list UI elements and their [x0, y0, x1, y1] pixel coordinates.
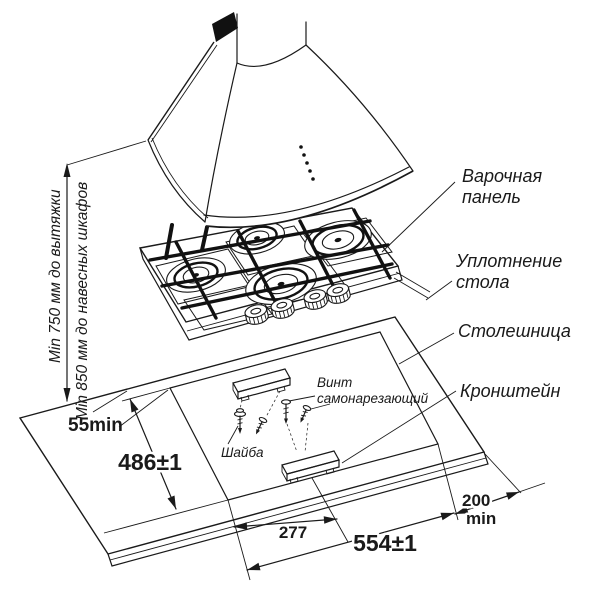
screw-label-line1: Винт: [317, 375, 352, 390]
cooktop: [138, 207, 431, 341]
dim-200-unit-label: min: [466, 509, 496, 528]
hood-rim-inner: [203, 166, 410, 218]
knob-4: [326, 283, 351, 304]
hob-leader-line: [381, 181, 456, 253]
dimension-hood-height: Min 750 мм до вытяжки Min 850 мм до наве…: [47, 140, 147, 420]
hood-left-band-2: [151, 137, 209, 219]
dim-200-label: 200: [462, 491, 490, 510]
hood-neck-curve: [236, 44, 307, 67]
dim-min750-label: Min 750 мм до вытяжки: [47, 189, 64, 363]
hood-control-buttons: [299, 145, 315, 181]
dim-55min-label: 55min: [68, 415, 123, 436]
dim-554-label: 554±1: [353, 530, 417, 556]
dim-486-label: 486±1: [118, 449, 182, 475]
control-knobs: [244, 283, 351, 325]
burner-front: [245, 263, 317, 305]
mounting-bracket-1: [232, 368, 291, 402]
bracket-label: Кронштейн: [460, 381, 560, 401]
seal-label-line2: стола: [456, 272, 510, 292]
vent-hatch-icon: [212, 12, 238, 42]
countertop-label: Столешница: [458, 321, 571, 341]
cooker-hood: [147, 12, 414, 229]
washer-label: Шайба: [221, 445, 264, 460]
hood-front-left-edge: [204, 62, 238, 223]
screw-label-line2: самонарезающий: [317, 391, 429, 406]
hood-right-edge: [305, 44, 414, 172]
mounting-bracket-2: [281, 450, 340, 484]
grate-bars: [148, 208, 394, 320]
dim-277-label: 277: [279, 523, 307, 542]
washer-screw: [233, 408, 247, 434]
seal-label-line1: Уплотнение: [455, 251, 562, 271]
cooktop-apron: [139, 247, 403, 341]
knob-1: [244, 304, 269, 325]
seal-leader-line: [425, 280, 453, 301]
hood-left-edge: [147, 41, 215, 141]
hob-label-line1: Варочная: [462, 166, 542, 186]
screw-leader-line-1: [288, 395, 316, 402]
assembly-axis-1: [239, 399, 243, 410]
self-tapping-screw-2: [280, 399, 292, 424]
countertop-front-face-line: [109, 457, 487, 561]
hood-silhouette: [148, 12, 413, 228]
screw-leader-line-2: [310, 403, 331, 410]
cooktop-apron-line: [186, 272, 401, 332]
self-tapping-screw-3: [300, 405, 312, 423]
dimension-cutout-depth: 486±1: [103, 387, 229, 534]
hood-rim-outer: [205, 170, 414, 229]
hob-label-line2: панель: [462, 187, 521, 207]
dimension-half-width: 277: [227, 477, 349, 581]
washer-leader-line: [227, 425, 239, 445]
bracket-leader-line: [341, 390, 457, 464]
hob-seal-strip: [393, 271, 431, 299]
knob-2: [270, 298, 295, 319]
countertop-leader-line: [398, 332, 455, 365]
dimension-wall-gap: 55min: [68, 389, 169, 436]
knob-3: [303, 289, 328, 310]
burner-frame-front-left: [183, 284, 273, 331]
hood-left-band-1: [147, 139, 206, 223]
dim-min850-label: Min 850 мм до навесных шкафов: [74, 182, 91, 420]
dimension-cutout-width: 554±1: [246, 443, 459, 571]
callouts: Варочная панель Уплотнение стола Столешн…: [221, 166, 571, 464]
self-tapping-screw-1: [255, 416, 268, 435]
dimension-right-gap: 200 min: [454, 453, 546, 531]
